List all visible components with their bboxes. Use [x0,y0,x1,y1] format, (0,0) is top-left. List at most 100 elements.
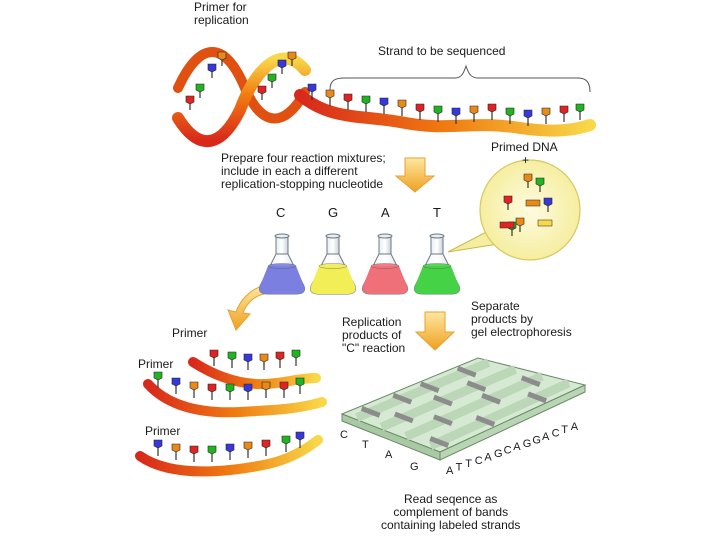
sequence-letter: A [446,465,454,477]
gel-band [429,436,450,448]
read-sequence-label: Read seqence as complement of bands cont… [381,492,521,532]
nucleotide-icon [243,441,253,458]
separate-products-label: Separate products by gel electrophoresis [471,299,572,339]
nucleotide-icon [415,103,425,120]
flask-g [310,233,356,295]
reagent-label-t: T [433,205,441,220]
nucleotide-icon [259,353,269,370]
gel-side-face [439,384,586,461]
nucleotide-icon [217,51,227,66]
nucleotide-icon [225,443,235,460]
gel-band [393,411,414,424]
nucleotide-icon [189,445,199,462]
gel-lane [428,378,571,451]
flask-c [259,233,305,295]
nucleotide-icon [307,83,317,100]
gel-band [419,381,440,394]
sequence-letter: T [465,458,472,470]
gel-band [432,394,453,407]
sequence-letter: A [484,451,492,463]
reagent-label-c: C [276,205,286,220]
primer-for-replication-label: Primer for replication [194,0,249,27]
gel-lane-letter: T [362,439,369,451]
flask-a [362,233,408,295]
nucleotide-icon [277,59,287,74]
replication-products-label: Replication products of "C" reaction [342,315,406,355]
nucleotide-icon [295,431,305,448]
reagent-label-a: A [381,205,390,220]
sequence-letter: A [513,441,521,453]
reagent-label-g: G [328,205,339,220]
gel-band [392,392,413,405]
nucleotide-icon [267,73,277,88]
gel-band [520,375,541,387]
nucleotide-icon [295,377,305,394]
prepare-mixtures-label: Prepare four reaction mixtures; include … [221,151,386,191]
nucleotide-icon [189,381,199,398]
product-strand [135,435,323,477]
nucleotide-icon [523,109,533,126]
sequence-letter: G [523,438,532,450]
nucleotide-icon [433,105,443,122]
nucleotide-icon [469,105,479,122]
nucleotide-icon [343,93,353,110]
sequence-letter: C [552,428,560,440]
helix-front-strand [172,52,311,148]
nucleotide-icon [361,95,371,112]
nucleotide-icon [541,107,551,124]
nucleotide-icon [207,445,217,462]
reaction-flasks [259,233,460,295]
nucleotide-icon [257,85,267,100]
sequence-letter: C [475,455,483,467]
replication-products [135,349,327,477]
nucleotide-icon [543,197,553,212]
nucleotide-icon [171,443,181,460]
strand-bracket [329,64,591,93]
nucleotide-icon [397,99,407,116]
nucleotide-icon [505,107,515,124]
nucleotide-icon [153,439,163,456]
nucleotide-icon [207,63,217,78]
strand-to-be-sequenced-label: Strand to be sequenced [378,44,506,58]
nucleotide-icon [153,371,163,388]
down-arrow-icon [394,157,436,193]
gel-band [360,406,381,418]
template-strand [294,89,596,137]
gel-lane-letter: G [410,461,419,473]
primer-label-1: Primer [172,326,208,340]
primed-dna-bubble [447,159,581,261]
down-arrow-icon [414,311,456,351]
nucleotide-icon [575,103,585,120]
nucleotide-icon [281,435,291,452]
gel-band [527,391,548,404]
sequence-letter: T [456,462,463,474]
primer-label-3: Primer [145,424,181,438]
gel-band [456,365,477,378]
primed-dna-molecules [499,173,553,236]
product-strand [143,379,327,418]
dna-double-helix [172,47,596,148]
sequence-letter: A [542,431,550,443]
nucleotide-icon [227,351,237,368]
nucleotide-icon [291,349,301,366]
nucleotide-icon [225,383,235,400]
helix-nucleotides [185,51,585,126]
flask-t [414,233,460,295]
nucleotide-icon [487,103,497,120]
gel-band [432,414,453,426]
nucleotide-icon [279,381,289,398]
gel-lane [404,372,544,441]
primed-dna-label: Primed DNA [491,140,558,154]
nucleotide-icon [325,89,335,106]
nucleotide-icon [379,97,389,114]
nucleotide-icon [207,383,217,400]
nucleotide-icon [261,439,271,456]
nucleotide-icon [171,377,181,394]
sequence-letter: T [561,424,568,436]
gel-band [475,415,496,427]
nucleotide-icon [243,353,253,370]
